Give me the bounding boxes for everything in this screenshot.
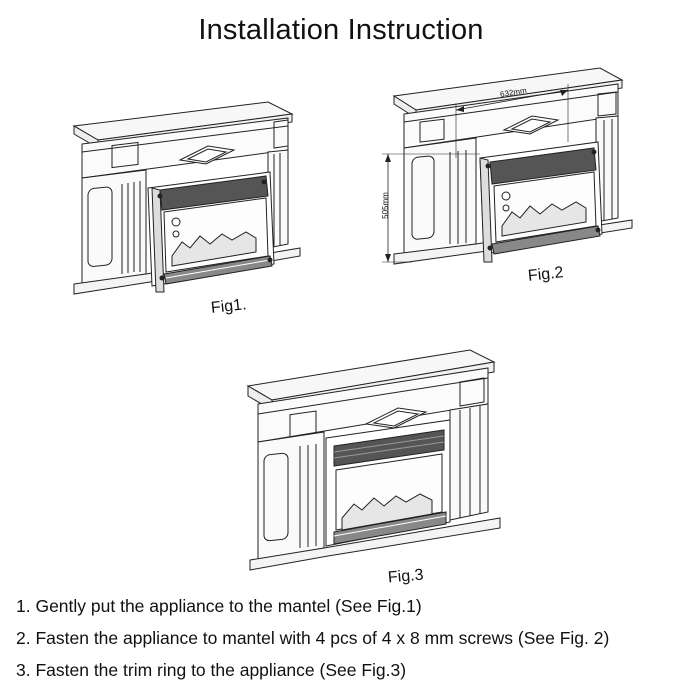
height-dimension-label: 505mm [380,192,390,219]
figure-1-label: Fig1. [210,296,248,317]
figure-3-label: Fig.3 [387,566,425,587]
figure-3-mantel-with-trim-ring [238,342,508,582]
step-1: 1. Gently put the appliance to the mante… [16,596,422,616]
page-title: Installation Instruction [198,14,484,46]
step-3: 3. Fasten the trim ring to the appliance… [16,660,407,680]
figure-2-label: Fig.2 [527,264,565,285]
step-2: 2. Fasten the appliance to mantel with 4… [16,628,610,648]
figure-2-mantel-with-dimensions: 632mm 505mm [372,58,642,278]
figure-1-mantel-with-appliance [60,96,330,296]
